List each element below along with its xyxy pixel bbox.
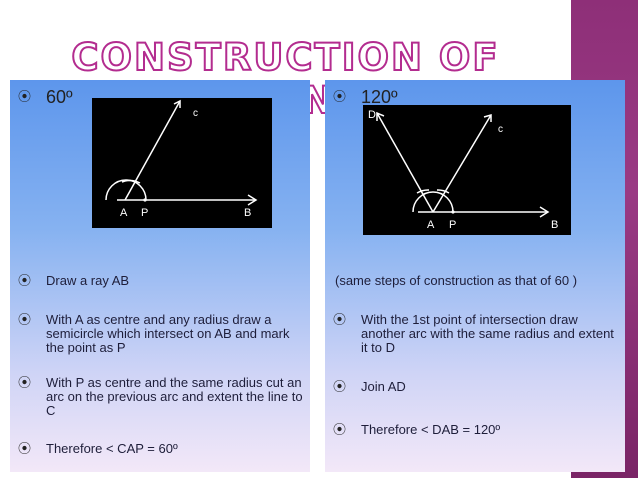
diagram-label-d: D <box>368 109 376 121</box>
diagram-label-c: c <box>498 124 503 135</box>
target-bullet-icon: ⦿ <box>333 422 347 437</box>
target-bullet-icon: ⦿ <box>333 312 347 327</box>
diagram-label-a: A <box>120 207 128 219</box>
diagram-label-b: B <box>551 219 558 231</box>
target-bullet-icon: ⦿ <box>333 379 347 394</box>
target-bullet-icon: ⦿ <box>18 273 32 288</box>
right-note: (same steps of construction as that of 6… <box>335 273 578 288</box>
diagram-label-b: B <box>244 207 251 219</box>
diagram-label-p: P <box>141 207 148 219</box>
target-bullet-icon: ⦿ <box>18 375 32 390</box>
diagram-120: D A P B c <box>363 105 571 235</box>
target-bullet-icon: ⦿ <box>333 89 347 104</box>
left-panel: ⦿ 60º A P B c ⦿ Draw a ray AB ⦿ With A a… <box>10 80 310 472</box>
right-panel: ⦿ 120º D A P B c (same steps of construc… <box>325 80 625 472</box>
target-bullet-icon: ⦿ <box>18 441 32 456</box>
diagram-60: A P B c <box>92 98 272 228</box>
target-bullet-icon: ⦿ <box>18 312 32 327</box>
diagram-label-p: P <box>449 219 456 231</box>
diagram-label-a: A <box>427 219 435 231</box>
diagram-label-c: c <box>193 108 198 119</box>
target-bullet-icon: ⦿ <box>18 89 32 104</box>
